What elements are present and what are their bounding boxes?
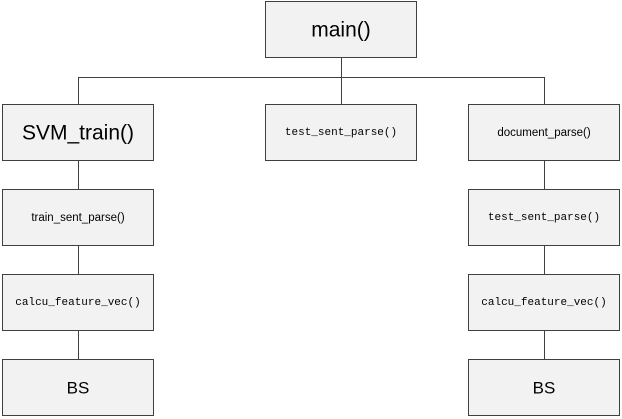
node-document-parse-box [468, 104, 620, 161]
connectors [78, 58, 545, 359]
node-calcu-feature-vec-right: calcu_feature_vec() [468, 274, 620, 331]
node-svm-train: SVM_train() [2, 104, 154, 161]
node-train-sent-parse-label: train_sent_parse() [31, 212, 124, 224]
node-calcu-feature-vec-left-box [2, 274, 154, 331]
node-bs-left: BS [2, 359, 154, 416]
node-test-sent-parse-right-label: test_sent_parse() [488, 212, 600, 224]
node-svm-train-label: SVM_train() [22, 122, 134, 145]
node-main-box [265, 1, 417, 58]
node-test-sent-parse-right-box [468, 189, 620, 246]
node-bs-left-label: BS [67, 379, 90, 398]
node-test-sent-parse-right: test_sent_parse() [468, 189, 620, 246]
node-calcu-feature-vec-right-label: calcu_feature_vec() [481, 297, 606, 309]
node-train-sent-parse: train_sent_parse() [2, 189, 154, 246]
node-test-sent-parse-top-label: test_sent_parse() [285, 127, 397, 139]
node-bs-right: BS [468, 359, 620, 416]
node-calcu-feature-vec-left-label: calcu_feature_vec() [15, 297, 140, 309]
node-svm-train-box [2, 104, 154, 161]
node-test-sent-parse-top-box [265, 104, 417, 161]
node-main: main() [265, 1, 417, 58]
node-document-parse-label: document_parse() [497, 127, 590, 139]
node-train-sent-parse-box [2, 189, 154, 246]
node-test-sent-parse-top: test_sent_parse() [265, 104, 417, 161]
node-main-label: main() [311, 19, 371, 42]
node-bs-right-label: BS [533, 379, 556, 398]
node-bs-right-box [468, 359, 620, 416]
node-document-parse: document_parse() [468, 104, 620, 161]
node-bs-left-box [2, 359, 154, 416]
node-calcu-feature-vec-left: calcu_feature_vec() [2, 274, 154, 331]
node-calcu-feature-vec-right-box [468, 274, 620, 331]
